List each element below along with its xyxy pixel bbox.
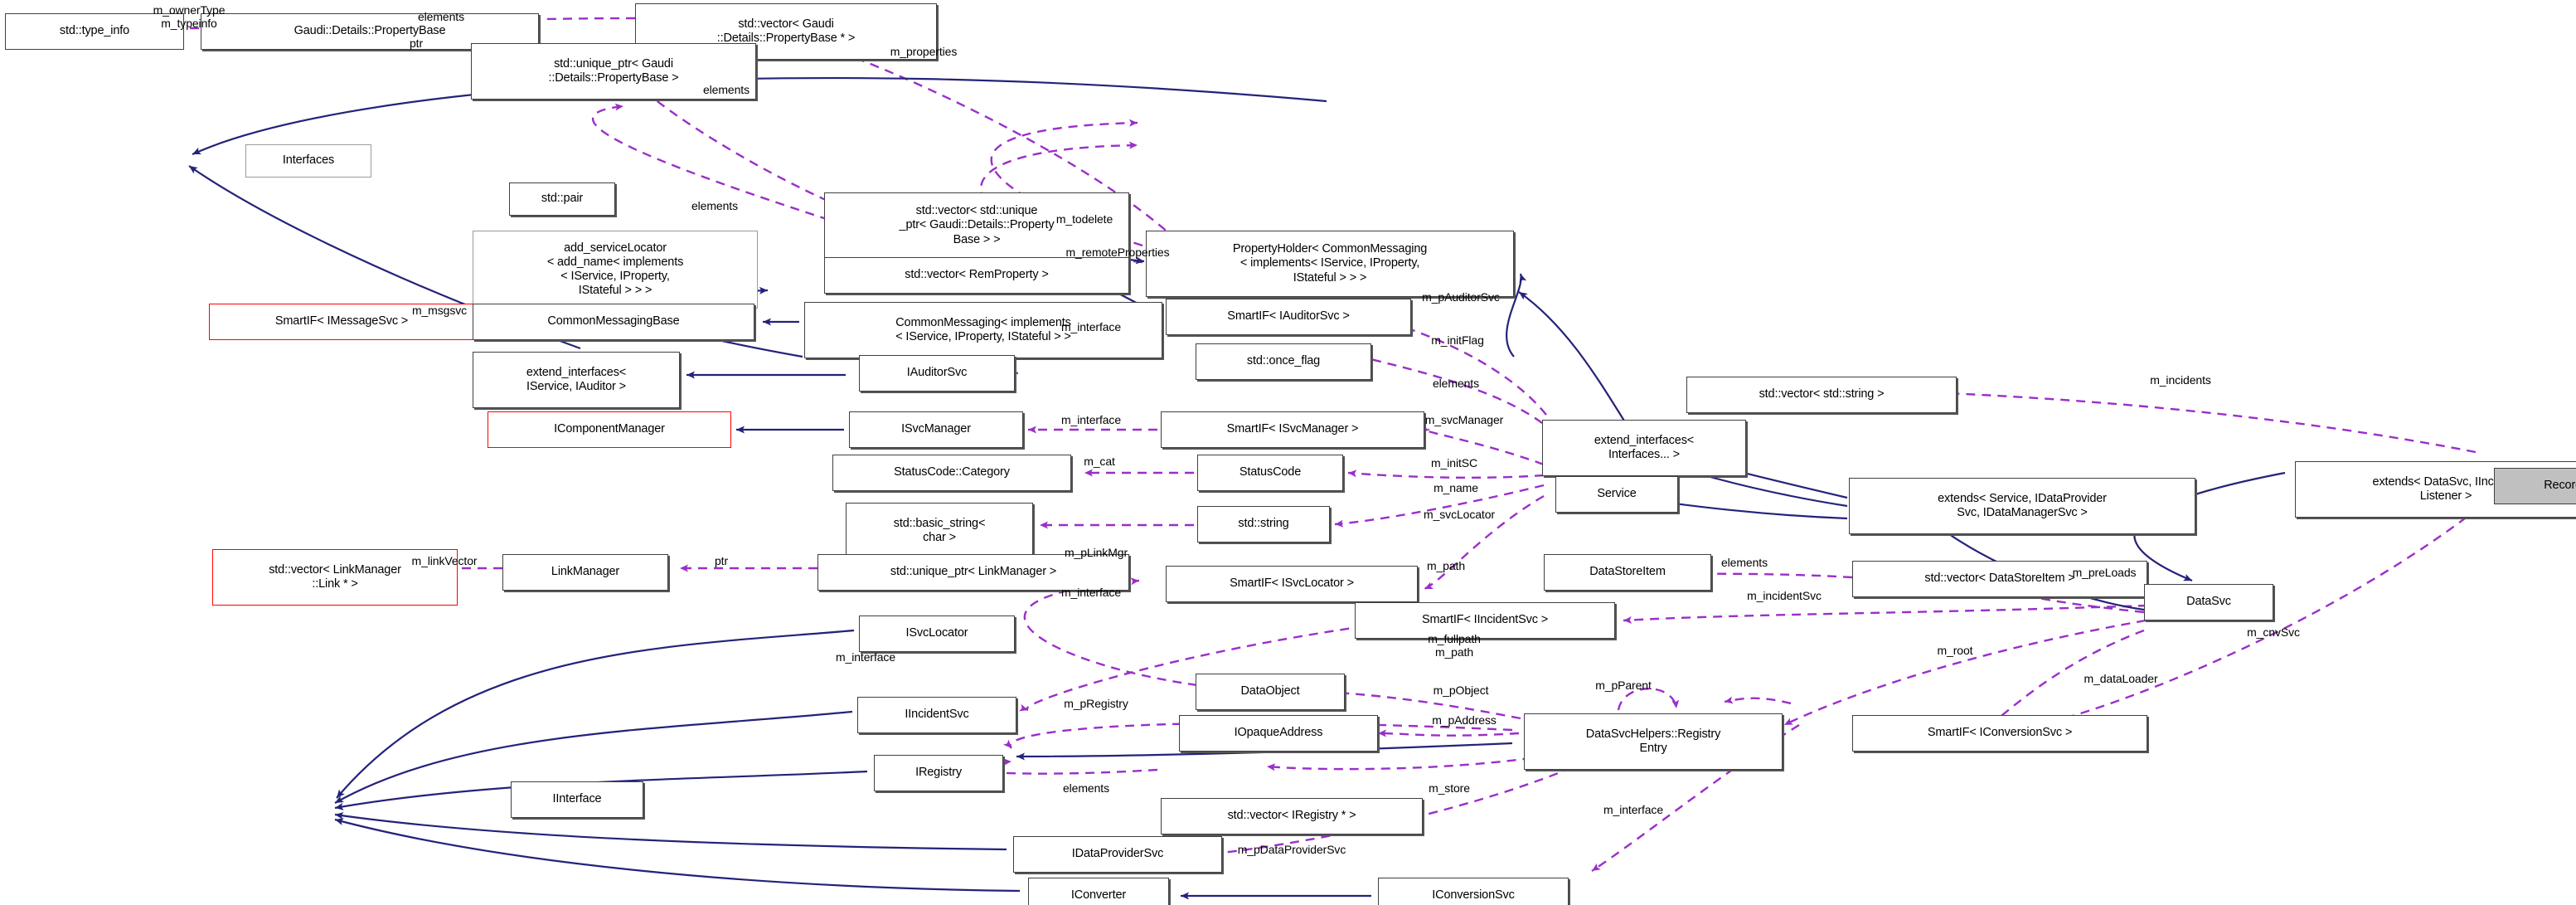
edge-label-m-interface-2: m_interface [1060,413,1122,426]
node-add-servicelocator[interactable]: add_serviceLocator < add_name< implement… [473,231,758,309]
node-isvclocator[interactable]: ISvcLocator [859,615,1015,652]
node-datasvchelpers-registryentry[interactable]: DataSvcHelpers::Registry Entry [1524,713,1783,770]
edge-label-m-dataloader: m_dataLoader [2084,672,2158,685]
node-commonmessagingbase[interactable]: CommonMessagingBase [473,304,754,340]
node-vector-iregistry-ptr[interactable]: std::vector< IRegistry * > [1161,798,1423,834]
node-smartif-isvclocator[interactable]: SmartIF< ISvcLocator > [1166,566,1418,602]
node-service[interactable]: Service [1555,476,1678,513]
edge-label-elements-1: elements [417,10,464,23]
node-std-string[interactable]: std::string [1197,506,1330,543]
edge-label-m-cnvsvc: m_cnvSvc [2247,625,2300,639]
node-vector-remproperty[interactable]: std::vector< RemProperty > [824,257,1129,294]
edge-label-m-preloads: m_preLoads [2072,566,2137,579]
node-dataobject[interactable]: DataObject [1196,674,1345,710]
node-vector-string[interactable]: std::vector< std::string > [1686,377,1957,413]
node-iauditorsvc[interactable]: IAuditorSvc [859,355,1015,392]
node-smartif-iincidentsvc[interactable]: SmartIF< IIncidentSvc > [1355,602,1615,639]
node-propertyholder-commonmessaging[interactable]: PropertyHolder< CommonMessaging < implem… [1146,231,1514,297]
edge-label-m-properties: m_properties [890,45,958,58]
edge-label-m-svclocator: m_svcLocator [1424,508,1495,521]
node-std-basic-string[interactable]: std::basic_string< char > [846,503,1033,559]
edge-label-m-fullpath: m_fullpath m_path [1428,632,1481,659]
node-isvcmanager[interactable]: ISvcManager [849,411,1023,448]
node-statuscode-category[interactable]: StatusCode::Category [832,455,1071,491]
edge-label-m-pauditorsvc: m_pAuditorSvc [1422,290,1500,304]
node-extends-service-idataprovidersvc[interactable]: extends< Service, IDataProvider Svc, IDa… [1849,478,2195,534]
edge-label-m-initsc: m_initSC [1431,456,1477,470]
node-std-type-info[interactable]: std::type_info [5,13,184,50]
edge-label-m-msgsvc: m_msgsvc [411,304,468,317]
edge-label-m-todelete: m_todelete [1055,212,1113,226]
node-datastoreitem[interactable]: DataStoreItem [1544,554,1711,591]
edge-label-m-path: m_path [1426,559,1466,572]
edge-label-ptr-2: ptr [714,554,729,567]
node-extend-interfaces-iservice-iauditor[interactable]: extend_interfaces< IService, IAuditor > [473,352,680,408]
node-icomponentmanager[interactable]: IComponentManager [488,411,731,448]
node-iconverter[interactable]: IConverter [1028,878,1169,905]
node-iconversionsvc[interactable]: IConversionSvc [1378,878,1569,905]
node-datasvc[interactable]: DataSvc [2144,584,2273,620]
node-idataprovidersvc[interactable]: IDataProviderSvc [1013,836,1222,873]
edge-label-m-pregistry: m_pRegistry [1064,697,1128,710]
node-commonmessaging-implements[interactable]: CommonMessaging< implements < IService, … [804,302,1162,358]
edge-label-elements-6: elements [1062,781,1109,795]
edge-label-m-plinkmgr: m_pLinkMgr [1064,546,1128,559]
edge-label-m-name: m_name [1434,481,1478,494]
edge-label-m-initflag: m_initFlag [1431,333,1484,347]
node-iincidentsvc[interactable]: IIncidentSvc [857,697,1016,733]
edge-label-m-pobject: m_pObject [1433,684,1489,697]
edge-label-m-pparent: m_pParent [1595,679,1652,692]
node-recorddatasvc[interactable]: RecordDataSvc [2494,468,2576,504]
node-extend-interfaces-variadic[interactable]: extend_interfaces< Interfaces... > [1542,420,1746,476]
node-smartif-imessagesvc[interactable]: SmartIF< IMessageSvc > [209,304,474,340]
edge-label-m-interface-4: m_interface [835,650,896,664]
edge-label-m-interface-5: m_interface [1603,803,1664,816]
edge-label-elements-3: elements [691,199,738,212]
node-vector-datastoreitem[interactable]: std::vector< DataStoreItem > [1852,561,2147,597]
edge-label-m-paddress: m_pAddress [1432,713,1497,727]
node-smartif-iauditorsvc[interactable]: SmartIF< IAuditorSvc > [1166,299,1411,335]
node-interfaces[interactable]: Interfaces [245,144,371,178]
node-iopaqueaddress[interactable]: IOpaqueAddress [1179,715,1378,752]
edge-label-m-cat: m_cat [1084,455,1115,468]
edge-label-m-incidentsvc: m_incidentSvc [1747,589,1822,602]
node-std-once-flag[interactable]: std::once_flag [1196,343,1371,380]
edge-label-m-ownertype: m_ownerType m_typeinfo [153,3,226,31]
edge-label-m-interface-3: m_interface [1060,586,1122,599]
edge-label-m-root: m_root [1937,644,1973,657]
edge-label-m-svcmanager: m_svcManager [1424,413,1504,426]
node-vector-unique-ptr-propertybase[interactable]: std::vector< std::unique _ptr< Gaudi::De… [824,192,1129,259]
node-vector-linkmanager-link[interactable]: std::vector< LinkManager ::Link * > [212,549,458,606]
edge-label-ptr-1: ptr [409,36,424,50]
node-iinterface[interactable]: IInterface [511,781,643,818]
edge-label-m-linkvector: m_linkVector [411,554,478,567]
node-statuscode[interactable]: StatusCode [1197,455,1343,491]
edge-label-m-interface-1: m_interface [1060,320,1122,333]
node-smartif-iconversionsvc[interactable]: SmartIF< IConversionSvc > [1852,715,2147,752]
node-unique-ptr-linkmanager[interactable]: std::unique_ptr< LinkManager > [817,554,1129,591]
node-unique-ptr-propertybase[interactable]: std::unique_ptr< Gaudi ::Details::Proper… [471,43,756,100]
node-iregistry[interactable]: IRegistry [874,755,1003,791]
edge-label-elements-4: elements [1432,377,1479,390]
edge-label-m-pdataprovidersvc: m_pDataProviderSvc [1237,843,1346,856]
node-linkmanager[interactable]: LinkManager [502,554,668,591]
node-std-pair[interactable]: std::pair [509,182,615,216]
edge-label-m-store: m_store [1429,781,1470,795]
edge-label-elements-5: elements [1720,556,1768,569]
edge-label-m-incidents: m_incidents [2150,373,2211,387]
edge-label-elements-2: elements [702,83,750,96]
edge-label-m-remoteproperties: m_remoteProperties [1065,246,1170,259]
